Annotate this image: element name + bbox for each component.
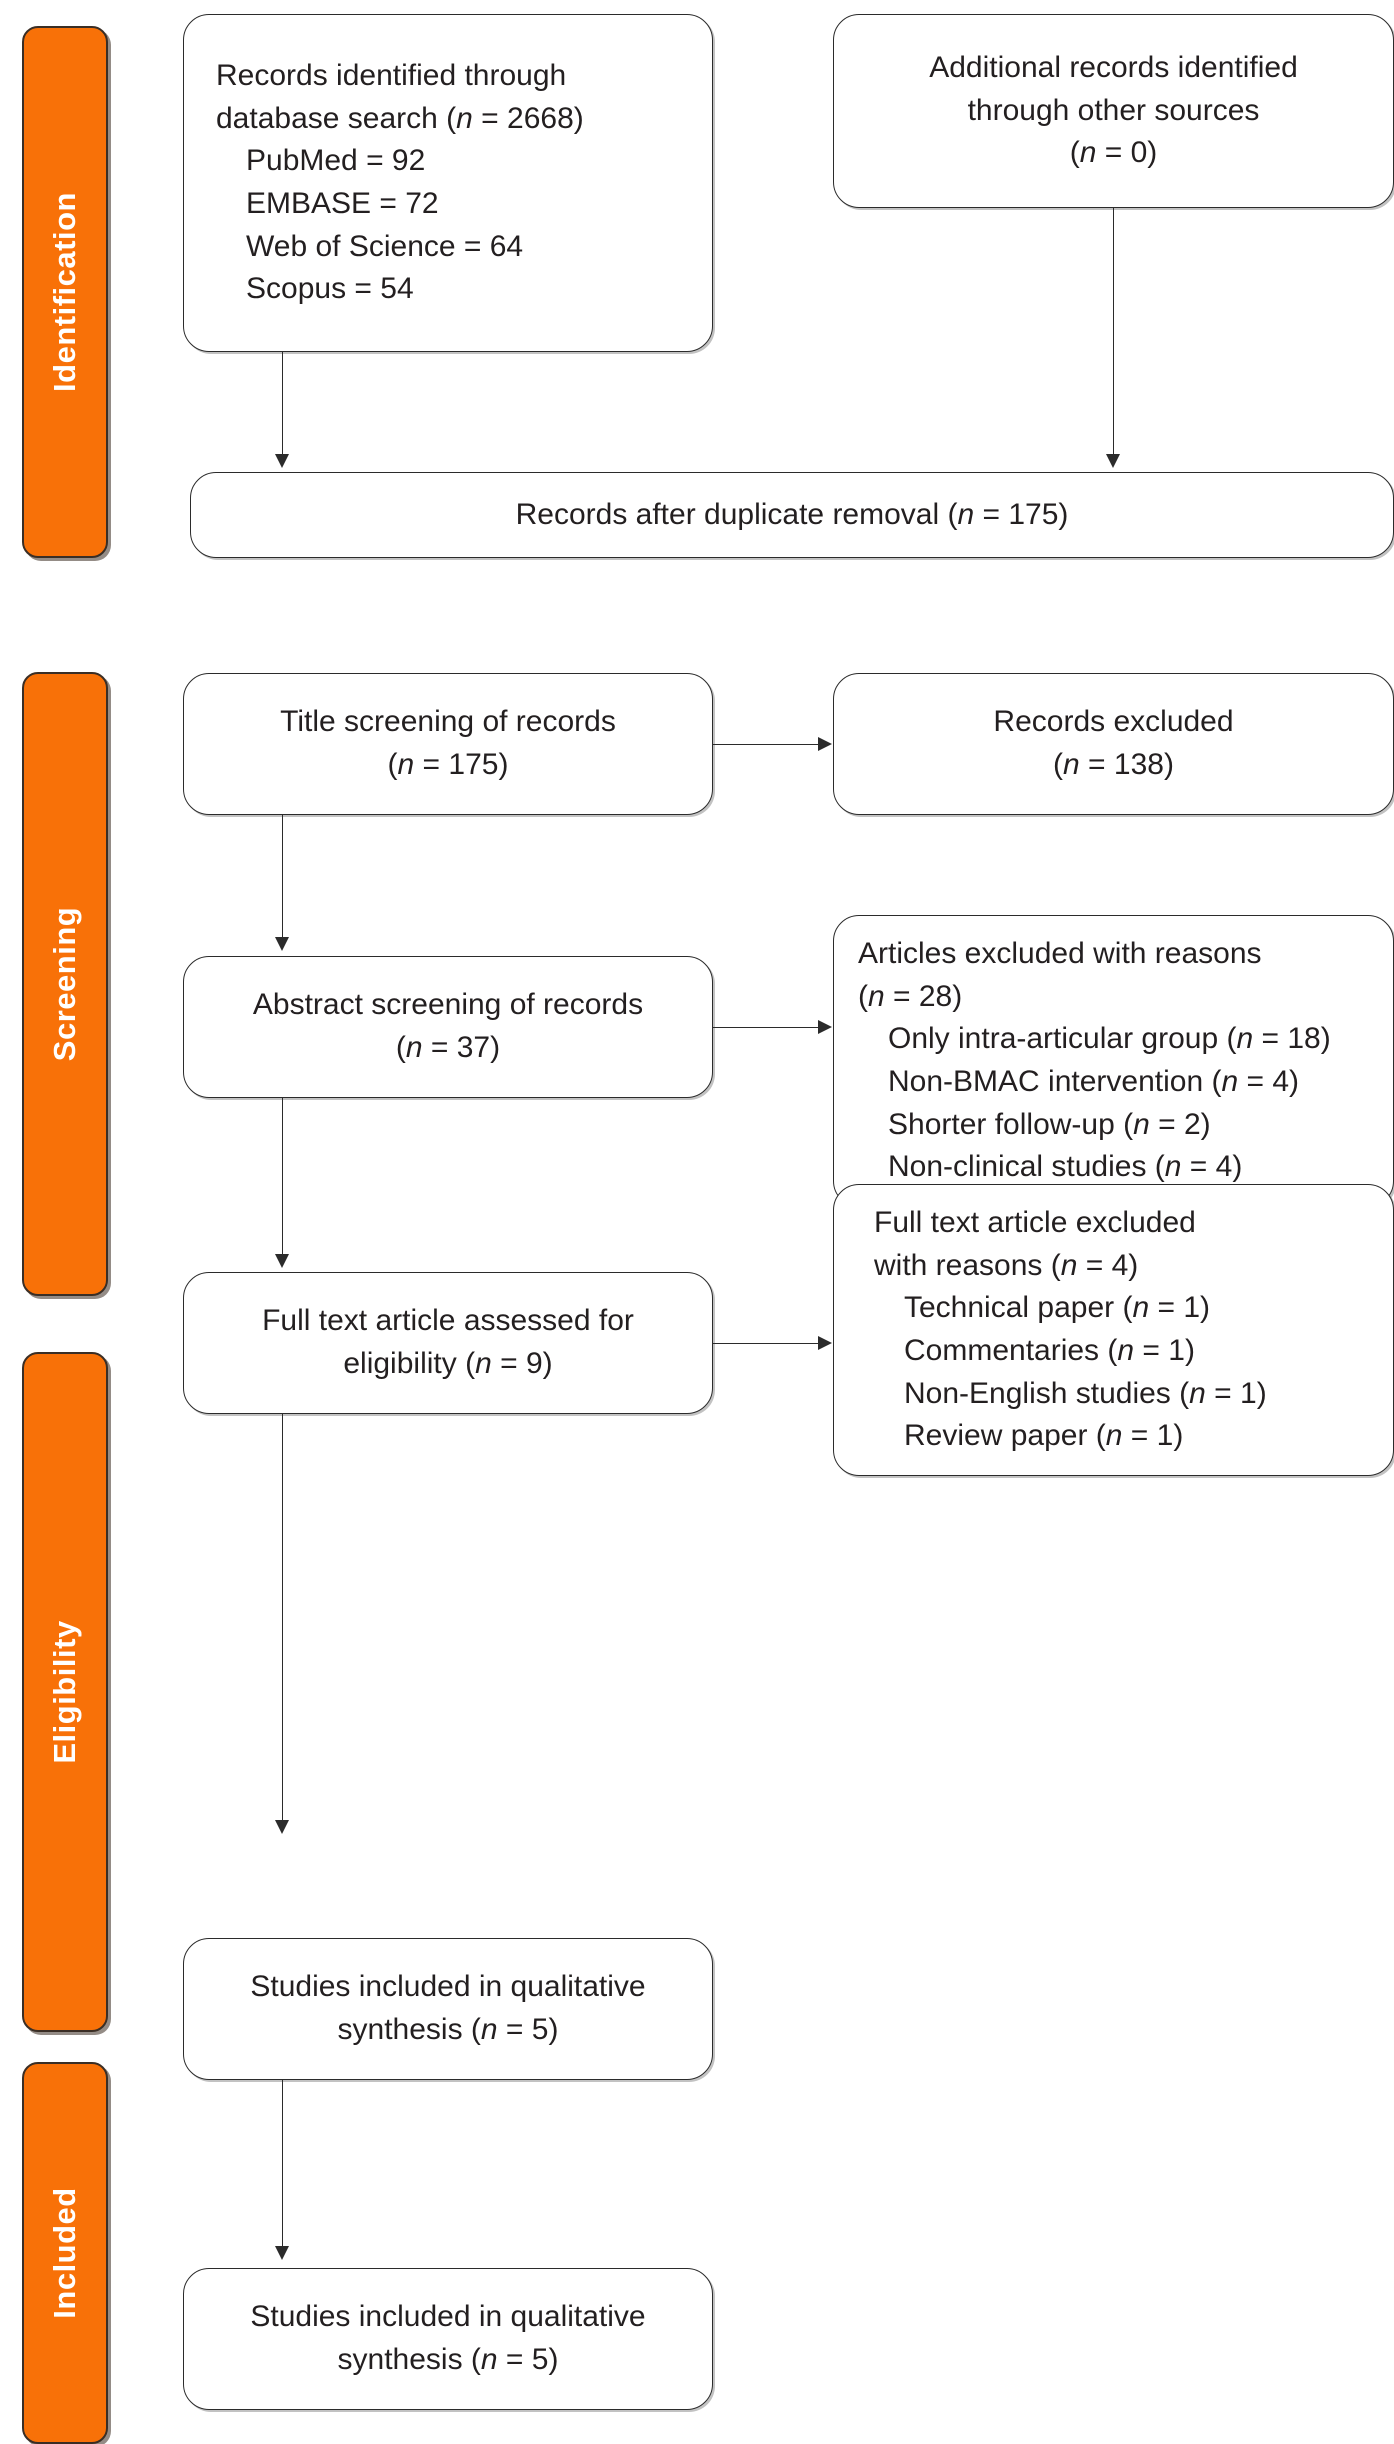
additional-records-line-3: (n = 0)	[1069, 136, 1158, 170]
records-identified-line-2: database search (n = 2668)	[216, 101, 584, 135]
connector-title-to-excluded	[713, 744, 819, 745]
fulltext-excluded-reason-technical-paper: Technical paper (n = 1)	[904, 1291, 1211, 1325]
records-excluded-line-2: (n = 138)	[1053, 748, 1174, 781]
qualitative-synthesis-2-line-2: synthesis (n = 5)	[337, 2343, 559, 2376]
box-abstract-screening: Abstract screening of records (n = 37)	[183, 956, 713, 1098]
fulltext-excluded-reason-commentaries: Commentaries (n = 1)	[904, 1334, 1195, 1367]
connector-title-to-abstract	[282, 815, 283, 939]
box-fulltext-assessed: Full text article assessed for eligibili…	[183, 1272, 713, 1414]
fulltext-excluded-line-2: with reasons (n = 4)	[874, 1248, 1139, 1282]
arrowhead-title-to-excluded	[818, 737, 832, 751]
fulltext-excluded-reason-review-paper: Review paper (n = 1)	[904, 1419, 1184, 1453]
records-identified-embase: EMBASE = 72	[246, 187, 439, 220]
articles-excluded-reason-non-clinical: Non-clinical studies (n = 4)	[888, 1150, 1243, 1184]
connector-abstract-to-excluded	[713, 1027, 819, 1028]
arrowhead-synthesis1-to-synthesis2	[275, 2246, 289, 2260]
records-identified-line-1: Records identified through	[216, 59, 567, 93]
records-identified-wos: Web of Science = 64	[246, 229, 524, 263]
records-after-duplicate-removal-text: Records after duplicate removal (n = 175…	[515, 497, 1069, 531]
records-identified-scopus: Scopus = 54	[246, 272, 414, 306]
arrowhead-identified-to-dedup	[275, 454, 289, 468]
box-records-identified: Records identified through database sear…	[183, 14, 713, 352]
connector-identified-to-dedup	[282, 352, 283, 456]
box-articles-excluded: Articles excluded with reasons (n = 28) …	[833, 915, 1394, 1207]
additional-records-line-2: through other sources	[967, 93, 1260, 127]
box-records-after-duplicate-removal: Records after duplicate removal (n = 175…	[190, 472, 1394, 558]
fulltext-excluded-reason-non-english: Non-English studies (n = 1)	[904, 1376, 1267, 1410]
arrowhead-fulltext-to-synthesis1	[275, 1820, 289, 1834]
phase-bar-eligibility: Eligibility	[22, 1352, 108, 2032]
phase-label-identification: Identification	[47, 192, 82, 392]
phase-bar-included: Included	[22, 2062, 108, 2444]
phase-label-eligibility: Eligibility	[47, 1620, 82, 1764]
connector-abstract-to-fulltext	[282, 1098, 283, 1256]
additional-records-line-1: Additional records identified	[929, 51, 1298, 85]
box-qualitative-synthesis-2: Studies included in qualitative synthesi…	[183, 2268, 713, 2410]
qualitative-synthesis-1-line-2: synthesis (n = 5)	[337, 2013, 559, 2046]
articles-excluded-line-2: (n = 28)	[858, 979, 963, 1013]
connector-additional-to-dedup	[1113, 208, 1114, 456]
arrowhead-title-to-abstract	[275, 937, 289, 951]
arrowhead-abstract-to-excluded	[818, 1020, 832, 1034]
arrowhead-additional-to-dedup	[1106, 454, 1120, 468]
articles-excluded-reason-shorter-followup: Shorter follow-up (n = 2)	[888, 1107, 1211, 1141]
title-screening-line-1: Title screening of records	[280, 705, 616, 739]
phase-label-included: Included	[47, 2187, 82, 2319]
articles-excluded-reason-intra-articular: Only intra-articular group (n = 18)	[888, 1022, 1331, 1056]
phase-bar-screening: Screening	[22, 672, 108, 1296]
title-screening-line-2: (n = 175)	[387, 748, 509, 781]
articles-excluded-reason-non-bmac: Non-BMAC intervention (n = 4)	[888, 1065, 1300, 1098]
connector-fulltext-to-synthesis1	[282, 1414, 283, 1822]
box-additional-records: Additional records identified through ot…	[833, 14, 1394, 208]
articles-excluded-line-1: Articles excluded with reasons	[858, 937, 1262, 971]
phase-label-screening: Screening	[47, 906, 82, 1062]
qualitative-synthesis-2-line-1: Studies included in qualitative	[250, 2300, 646, 2334]
fulltext-assessed-line-2: eligibility (n = 9)	[343, 1347, 553, 1380]
abstract-screening-line-1: Abstract screening of records	[252, 988, 644, 1022]
connector-synthesis1-to-synthesis2	[282, 2080, 283, 2248]
abstract-screening-line-2: (n = 37)	[395, 1031, 501, 1064]
qualitative-synthesis-1-line-1: Studies included in qualitative	[250, 1970, 646, 2004]
box-records-excluded: Records excluded (n = 138)	[833, 673, 1394, 815]
arrowhead-fulltext-to-excluded	[818, 1336, 832, 1350]
box-qualitative-synthesis-1: Studies included in qualitative synthesi…	[183, 1938, 713, 2080]
phase-bar-identification: Identification	[22, 26, 108, 558]
arrowhead-abstract-to-fulltext	[275, 1254, 289, 1268]
fulltext-assessed-line-1: Full text article assessed for	[262, 1304, 634, 1338]
box-fulltext-excluded: Full text article excluded with reasons …	[833, 1184, 1394, 1476]
connector-fulltext-to-excluded	[713, 1343, 819, 1344]
fulltext-excluded-line-1: Full text article excluded	[874, 1206, 1196, 1240]
box-title-screening: Title screening of records (n = 175)	[183, 673, 713, 815]
records-identified-pubmed: PubMed = 92	[246, 144, 426, 178]
records-excluded-line-1: Records excluded	[993, 705, 1234, 739]
